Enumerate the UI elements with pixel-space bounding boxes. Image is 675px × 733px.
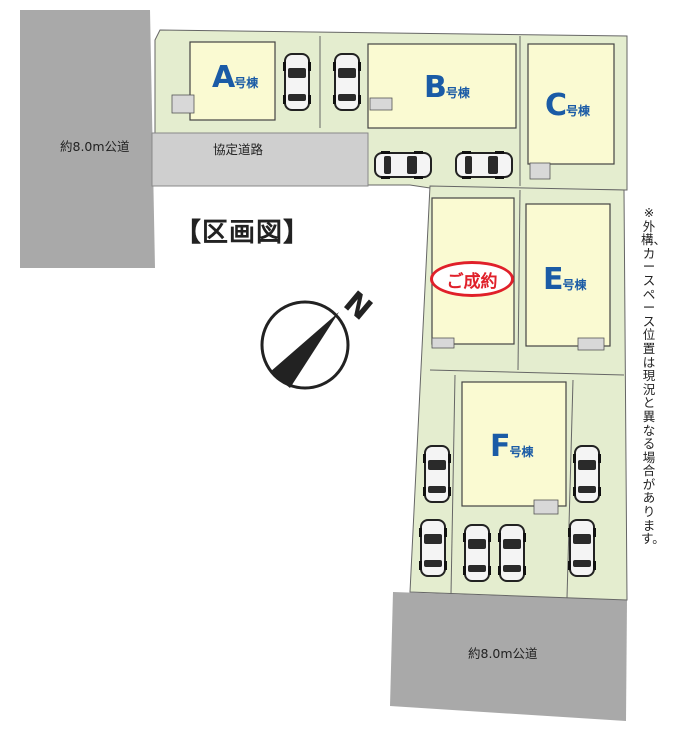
lot-b-label: B号棟 [424, 70, 470, 105]
disclaimer-note: ※外構、カースペース位置は現況と異なる場合があります。 [641, 205, 667, 547]
svg-text:N: N [337, 285, 379, 328]
south-public-road [390, 592, 627, 721]
sold-stamp: ご成約 [430, 261, 514, 297]
private-road [151, 132, 369, 187]
north-letter: N [337, 285, 379, 328]
building-c [527, 43, 615, 165]
south-road-label: 約8.0m公道 [468, 646, 538, 661]
west-road-label: 約8.0m公道 [60, 139, 130, 154]
building-b [367, 43, 517, 129]
private-road-label: 協定道路 [213, 142, 264, 157]
lot-c-label: C号棟 [545, 88, 591, 123]
lot-e-label: E号棟 [543, 262, 587, 297]
building-e [525, 203, 611, 347]
building-a [189, 41, 276, 121]
lot-f-label: F号棟 [490, 429, 534, 464]
west-public-road [20, 10, 155, 268]
compass-icon [260, 300, 350, 390]
lot-a-label: A号棟 [212, 60, 259, 95]
map-title: 【区画図】 [175, 218, 311, 248]
building-f [461, 381, 567, 507]
